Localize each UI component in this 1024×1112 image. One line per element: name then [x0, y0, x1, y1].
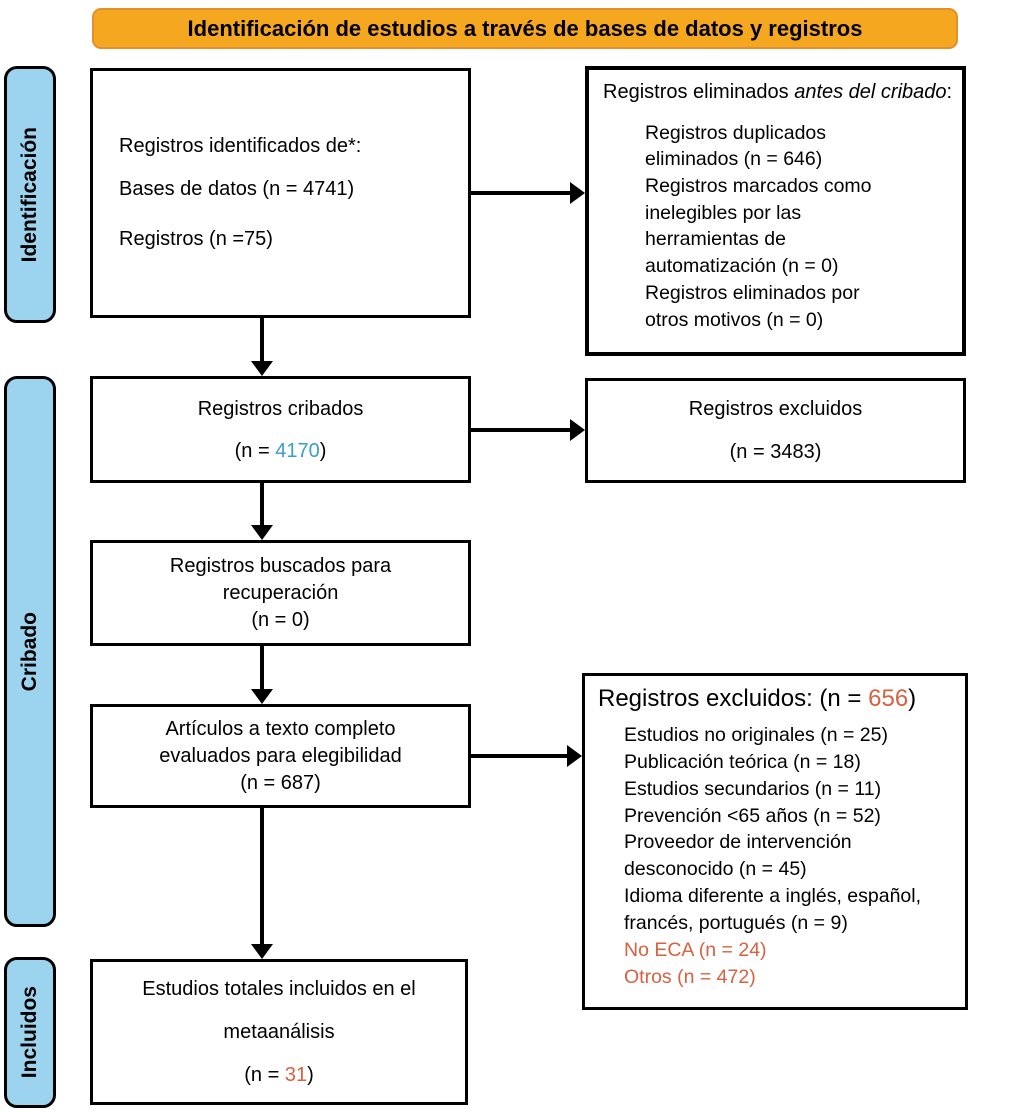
arrow-screened-to-sought-line [260, 483, 264, 527]
arrow-fulltext-to-included-line [260, 808, 264, 946]
fulltext-excluded-item: No ECA (n = 24) [624, 939, 767, 962]
fulltext-excluded-item: Proveedor de intervención desconocido (n… [624, 831, 852, 881]
arrow-identified-to-screened-line [260, 318, 264, 362]
fulltext-excluded-item: Idioma diferente a inglés, español, fran… [624, 885, 922, 935]
box-records-removed-before-screening: Registros eliminados antes del cribado: … [585, 66, 966, 356]
fulltext-excluded-item: Publicación teórica (n = 18) [624, 750, 861, 773]
sidebar-cribado-label: Cribado [18, 611, 41, 692]
box-fulltext-excluded: Registros excluidos: (n = 656) Estudios … [582, 673, 968, 1010]
records-excluded-label: Registros excluidos [688, 398, 863, 420]
sidebar-incluidos-label: Incluidos [18, 986, 41, 1079]
records-removed-item-list: Registros duplicados eliminados (n = 646… [645, 120, 883, 334]
box-records-identified: Registros identificados de*: Bases de da… [90, 68, 471, 318]
box-records-screened: Registros cribados (n = 4170) [90, 376, 471, 483]
records-identified-line: Registros identificados de*: [119, 135, 362, 157]
arrow-identified-to-removed-line [471, 191, 571, 195]
records-sought-line1: Registros buscados para [169, 554, 392, 577]
studies-included-count: (n = 31) [244, 1064, 314, 1086]
records-sought-count: (n = 0) [251, 608, 310, 631]
records-removed-heading: Registros eliminados antes del cribado: [603, 81, 953, 103]
diagram-title: Identificación de estudios a través de b… [92, 8, 958, 49]
records-screened-count: (n = 4170) [234, 439, 327, 462]
diagram-title-text: Identificación de estudios a través de b… [187, 15, 863, 41]
fulltext-excluded-item: Otros (n = 472) [624, 965, 756, 988]
studies-included-line2: metaanálisis [223, 1021, 335, 1043]
records-screened-label: Registros cribados [197, 397, 364, 420]
studies-included-line1: Estudios totales incluidos en el [142, 978, 416, 1000]
fulltext-excluded-item: Estudios secundarios (n = 11) [624, 777, 882, 800]
records-identified-databases: Bases de datos (n = 4741) [119, 178, 355, 200]
arrow-fulltext-to-reasons-head [567, 745, 582, 767]
sidebar-incluidos: Incluidos [4, 957, 56, 1108]
records-excluded-count: (n = 3483) [729, 441, 822, 463]
fulltext-excluded-item: Estudios no originales (n = 25) [624, 723, 888, 746]
sidebar-cribado: Cribado [4, 376, 56, 927]
box-records-sought: Registros buscados para recuperación (n … [90, 540, 471, 646]
arrow-identified-to-screened-head [251, 361, 273, 376]
fulltext-excluded-item: Prevención <65 años (n = 52) [624, 804, 881, 827]
records-removed-item: Registros eliminados por otros motivos (… [645, 281, 860, 331]
box-records-excluded: Registros excluidos (n = 3483) [585, 378, 966, 483]
records-identified-registers: Registros (n =75) [119, 228, 273, 250]
records-removed-item: Registros duplicados eliminados (n = 646… [645, 121, 827, 171]
box-fulltext-assessed: Artículos a texto completo evaluados par… [90, 704, 471, 808]
arrow-sought-to-fulltext-head [251, 689, 273, 704]
fulltext-assessed-line2: evaluados para elegibilidad [159, 744, 402, 767]
arrow-sought-to-fulltext-line [260, 646, 264, 691]
arrow-identified-to-removed-head [570, 182, 585, 204]
sidebar-identificacion: Identificación [4, 66, 56, 323]
records-removed-item: Registros marcados como inelegibles por … [645, 175, 872, 278]
fulltext-excluded-total: 656 [868, 685, 909, 712]
fulltext-assessed-count: (n = 687) [240, 771, 321, 794]
studies-included-value: 31 [284, 1064, 308, 1086]
arrow-fulltext-to-reasons-line [471, 754, 568, 758]
arrow-fulltext-to-included-head [251, 944, 273, 959]
records-sought-line2: recuperación [222, 581, 339, 604]
fulltext-excluded-heading: Registros excluidos: (n = 656) [598, 685, 917, 712]
arrow-screened-to-excluded-head [570, 419, 585, 441]
arrow-screened-to-excluded-line [471, 428, 571, 432]
fulltext-assessed-line1: Artículos a texto completo [165, 717, 396, 740]
box-studies-included: Estudios totales incluidos en el metaaná… [90, 959, 468, 1105]
fulltext-excluded-item-list: Estudios no originales (n = 25) Publicaci… [624, 722, 961, 991]
arrow-screened-to-sought-head [251, 525, 273, 540]
sidebar-identificacion-label: Identificación [18, 126, 41, 263]
records-screened-value: 4170 [275, 439, 320, 462]
